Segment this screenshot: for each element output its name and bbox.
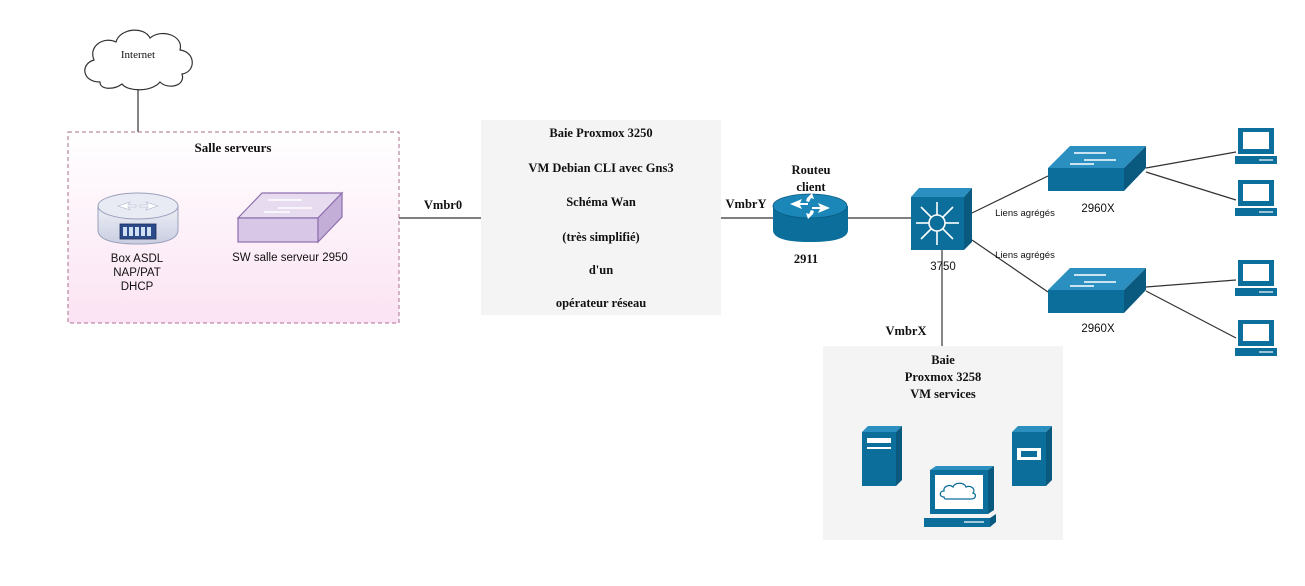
access-switch-2960x-bottom: [1048, 268, 1146, 313]
router-title-line-1: Routeu: [792, 163, 831, 177]
proxmox-3250-line-2: VM Debian CLI avec Gns3: [528, 161, 673, 175]
internet-cloud: Internet: [84, 29, 193, 91]
server-room: Salle serveurs Box ASDL NAP/PAT DHCP: [67, 131, 400, 324]
switch-arrows-icon: [1070, 152, 1116, 165]
core-switch-3750: [911, 188, 972, 250]
router-arrows-icon: [790, 193, 830, 219]
switch-arrows-icon: [264, 199, 312, 213]
box-label-line-2: NAP/PAT: [113, 267, 161, 279]
proxmox-3250-panel: Baie Proxmox 3250 VM Debian CLI avec Gns…: [481, 120, 721, 315]
proxmox-3250-line-6: opérateur réseau: [556, 296, 646, 310]
router-arrows-icon: [116, 201, 160, 211]
vmbry-label: VmbrY: [726, 197, 767, 211]
aggregated-top-label: Liens agrégés: [995, 208, 1055, 219]
access-switch-top-label: 2960X: [1081, 203, 1115, 215]
link-sw1-pc1: [1145, 151, 1237, 169]
switch-2950: [236, 191, 344, 244]
server-room-title: Salle serveurs: [195, 140, 272, 155]
proxmox-3258-line-3: VM services: [910, 387, 976, 401]
switch-arrows-icon: [1070, 274, 1116, 287]
proxmox-3250-line-4: (très simplifié): [562, 230, 639, 244]
proxmox-3258-panel: Baie Proxmox 3258 VM services: [823, 346, 1063, 540]
cloud-icon: [84, 29, 193, 91]
box-label-line-1: Box ASDL: [111, 253, 164, 265]
vmbr0-label: Vmbr0: [424, 198, 462, 212]
switch-2950-label: SW salle serveur 2950: [232, 252, 348, 264]
link-sw2-pc2: [1145, 290, 1237, 339]
router-title-line-2: client: [796, 180, 826, 194]
server-tower-icon: [1012, 426, 1052, 486]
access-switch-bottom-label: 2960X: [1081, 323, 1115, 335]
cloud-icon: [939, 482, 977, 500]
workstation-pc-4: [1235, 320, 1277, 356]
aggregated-bottom-label: Liens agrégés: [995, 250, 1055, 261]
proxmox-3250-line-5: d'un: [589, 263, 613, 277]
link-core-2960-bottom: [971, 239, 1049, 293]
internet-label: Internet: [121, 49, 155, 61]
cloud-terminal-icon: [924, 466, 996, 527]
proxmox-3250-line-3: Schéma Wan: [566, 195, 636, 209]
router-2911: [772, 193, 848, 242]
multilayer-switch-icon: [916, 202, 959, 245]
adsl-box: [97, 192, 179, 245]
core-switch-model-label: 3750: [930, 261, 956, 273]
vmbrx-label: VmbrX: [886, 324, 927, 338]
proxmox-3258-line-1: Baie: [931, 353, 955, 367]
workstation-pc-1: [1235, 128, 1277, 164]
access-switch-2960x-top: [1048, 146, 1146, 191]
workstation-pc-3: [1235, 260, 1277, 296]
server-tower-icon: [862, 426, 902, 486]
proxmox-3258-line-2: Proxmox 3258: [905, 370, 982, 384]
workstation-pc-2: [1235, 180, 1277, 216]
box-label-line-3: DHCP: [121, 281, 154, 293]
link-sw2-pc1: [1145, 279, 1237, 288]
link-sw1-pc2: [1145, 171, 1237, 201]
proxmox-3250-line-1: Baie Proxmox 3250: [549, 126, 652, 140]
router-model-label: 2911: [794, 252, 818, 266]
link-core-2960-top: [971, 175, 1049, 214]
